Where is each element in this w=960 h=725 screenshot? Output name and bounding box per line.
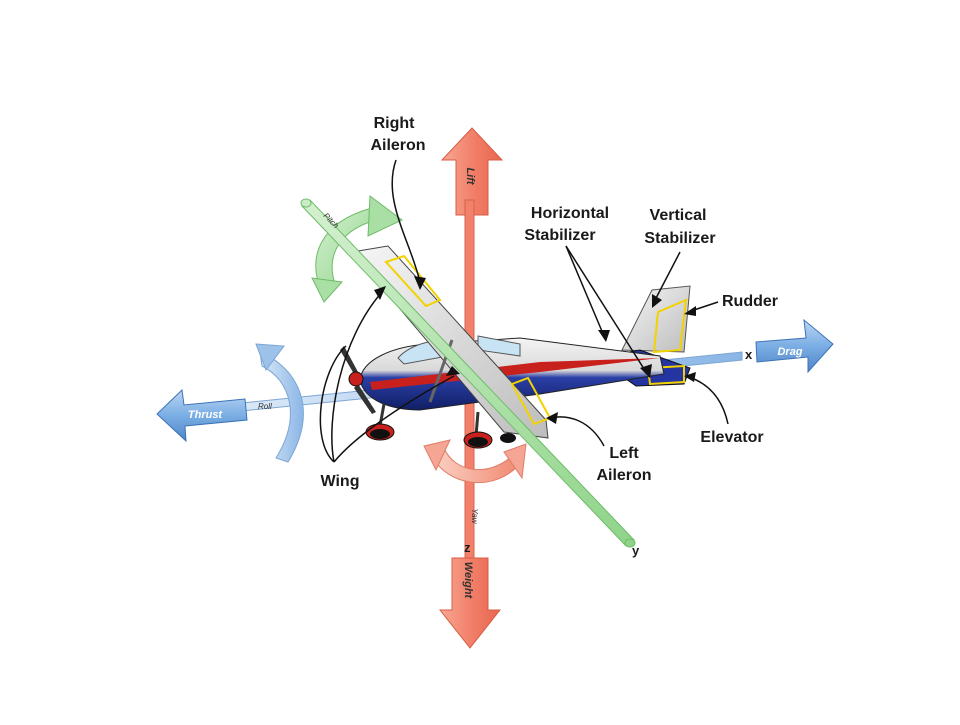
landing-gear <box>365 403 516 449</box>
thrust-arrow: Thrust <box>156 388 248 443</box>
y-axis-label: y <box>632 543 640 558</box>
vertical-stabilizer <box>621 285 691 353</box>
lift-label: Lift <box>464 167 476 185</box>
left-aileron-callout: Left Aileron <box>596 445 651 484</box>
drag-arrow: Drag <box>755 318 834 374</box>
weight-label: Weight <box>462 562 474 600</box>
wing-label: Wing <box>321 473 360 490</box>
thrust-label: Thrust <box>188 409 224 421</box>
horizontal-stabilizer-label-line2: Stabilizer <box>524 227 595 244</box>
vertical-stabilizer-label-line1: Vertical <box>650 207 707 224</box>
drag-label: Drag <box>777 346 802 358</box>
left-aileron-label-line1: Left <box>609 445 639 462</box>
roll-rotation-arrow <box>255 343 304 463</box>
rudder-label: Rudder <box>722 293 778 310</box>
rudder-surface <box>652 298 688 354</box>
right-aileron-callout: Right Aileron <box>370 115 425 154</box>
propeller <box>340 346 376 414</box>
x-axis-label: x <box>745 347 753 362</box>
vertical-stabilizer-callout: Vertical Stabilizer <box>644 207 715 247</box>
right-aileron-label-line1: Right <box>374 115 416 132</box>
elevator-label: Elevator <box>700 429 763 446</box>
horizontal-stabilizer-label-line1: Horizontal <box>531 205 609 222</box>
left-aileron-label-line2: Aileron <box>596 467 651 484</box>
pitch-rotation-arrow <box>311 195 403 303</box>
vertical-stabilizer-label-line2: Stabilizer <box>644 230 715 247</box>
roll-label: Roll <box>258 402 272 411</box>
elevator-surface <box>646 364 685 386</box>
right-aileron-surface <box>384 254 442 308</box>
yaw-rotation-arrow <box>423 439 527 484</box>
yaw-label: Yaw <box>470 509 479 525</box>
callout-arrowheads <box>374 276 696 424</box>
right-aileron-label-line2: Aileron <box>370 137 425 154</box>
weight-arrow: Weight <box>438 557 502 649</box>
horizontal-stabilizer-callout: Horizontal Stabilizer <box>524 205 609 244</box>
lift-arrow: Lift <box>440 127 504 216</box>
z-axis-label: z <box>464 540 471 555</box>
